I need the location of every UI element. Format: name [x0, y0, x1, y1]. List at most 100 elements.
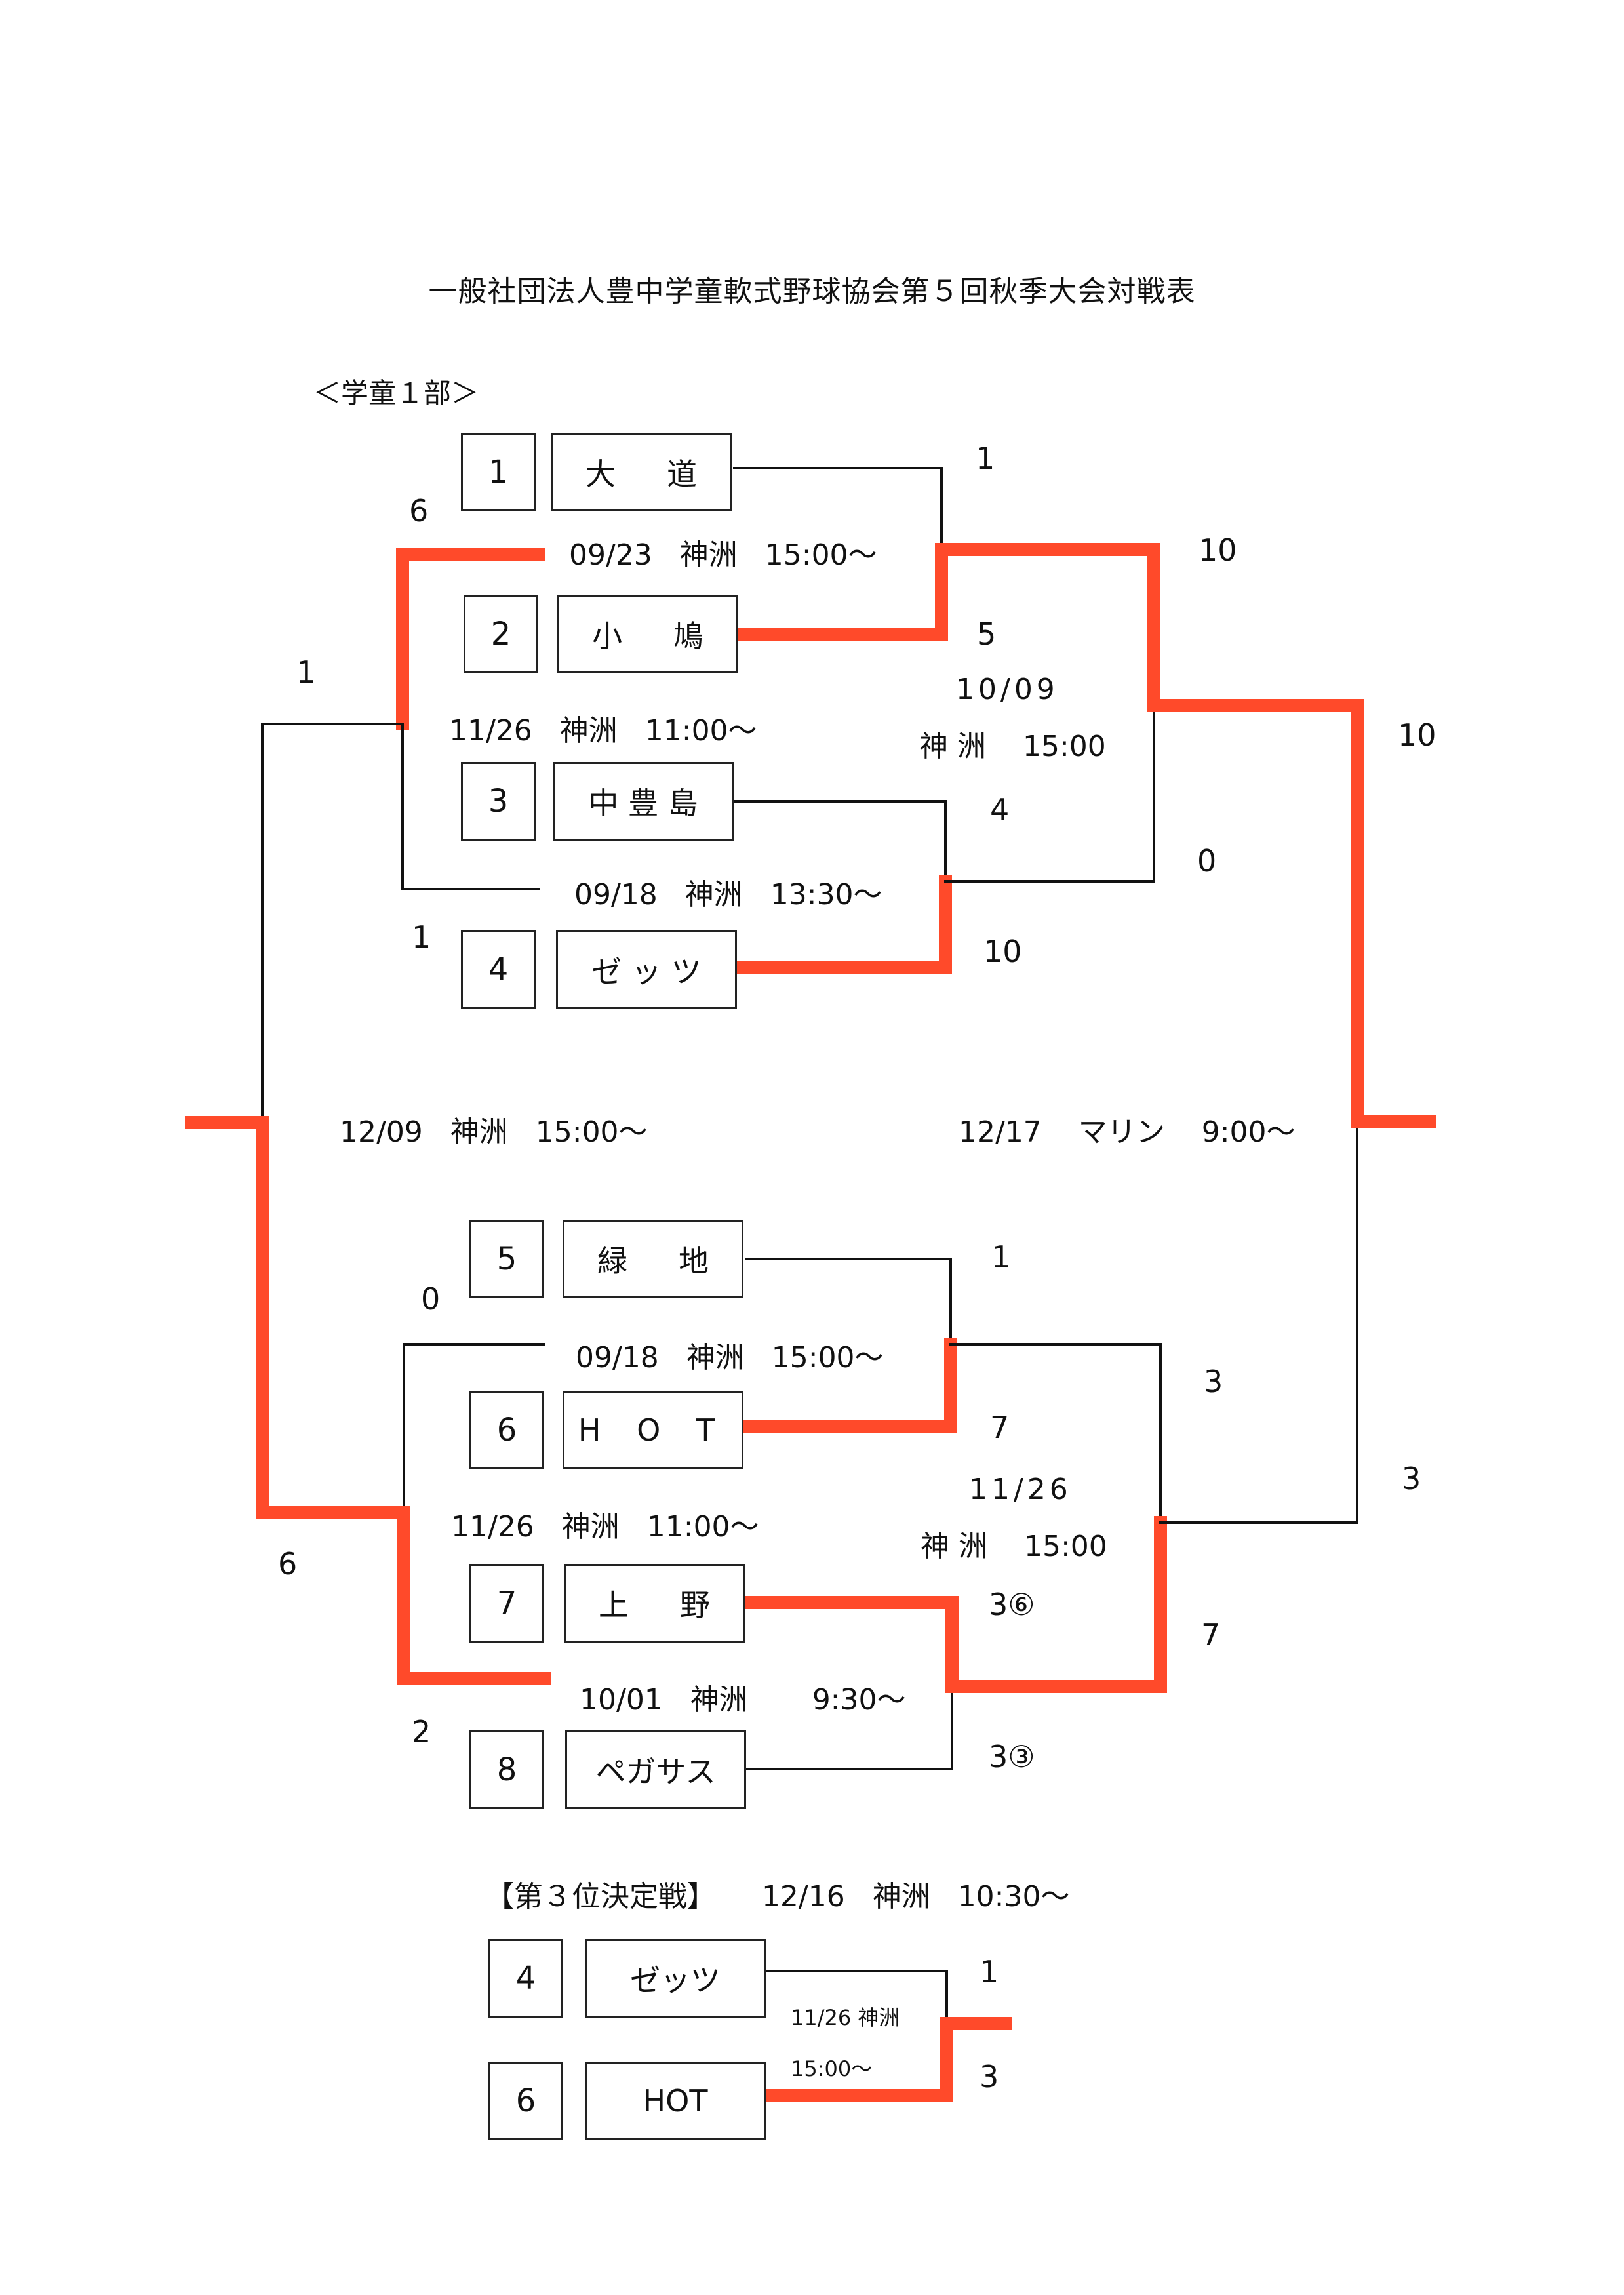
match-schedule: 10/01 神洲 9:30～: [580, 1676, 906, 1718]
team-box: 小鳩: [557, 595, 738, 673]
seed-box: 7: [469, 1564, 544, 1643]
team-name: 中 豊 島: [588, 786, 698, 821]
score: 2: [412, 1714, 431, 1749]
third-place-note: 15:00～: [791, 2056, 873, 2081]
match-time: 11:00～: [646, 1510, 759, 1544]
score: 0: [1197, 843, 1217, 879]
team-name: ゼッツ: [630, 1963, 721, 1998]
match-venue: 神洲: [679, 538, 738, 572]
seed-box: 3: [461, 762, 536, 841]
match-date: 12/16: [761, 1880, 845, 1913]
seed-box: 1: [461, 433, 536, 511]
r1-match-4-top-arm: [740, 1596, 959, 1693]
match-date: 09/23: [569, 538, 652, 572]
match-time: 15:00～: [764, 538, 877, 572]
seed-box: 8: [469, 1730, 544, 1809]
match-schedule: 09/18 神洲 15:00～: [576, 1334, 884, 1376]
left-match-2-bottom-arm: [397, 1506, 551, 1685]
team-name: ペガサス: [595, 1754, 716, 1789]
r1-match-2-bottom-arm: [729, 875, 952, 974]
score: 1: [976, 441, 995, 476]
match-venue: 神洲: [690, 1683, 748, 1717]
match-date: 11/26: [969, 1473, 1072, 1506]
team-name-char: 小: [592, 618, 622, 654]
team-box: 大道: [551, 433, 732, 511]
score: 1: [412, 919, 431, 955]
team-box: HOT: [585, 2062, 766, 2140]
right-final-bottom-arm: [1159, 1120, 1358, 1524]
r1-match-2-top-arm: [734, 800, 947, 883]
third-place-note: 11/26 神洲: [791, 2005, 900, 2030]
r1-match-3-top-arm: [745, 1258, 952, 1346]
team-box: ペガサス: [565, 1730, 746, 1809]
third-place-top-arm: [764, 1970, 948, 2025]
match-date: 11/26: [451, 1510, 534, 1544]
r2-match-2-top-arm: [949, 1343, 1162, 1524]
match-venue: 神 洲: [919, 730, 986, 763]
match-venue: 神洲: [872, 1880, 930, 1913]
match-time: 9:00～: [1201, 1115, 1296, 1149]
match-schedule: 12/09 神洲 15:00～: [340, 1108, 648, 1150]
match-time: 15:00～: [535, 1115, 648, 1149]
team-name-char: 野: [680, 1587, 710, 1623]
team-name-char: 上: [599, 1587, 629, 1623]
team-box: ゼッツ: [585, 1939, 766, 2018]
team-name-char: 緑: [597, 1243, 627, 1279]
score: 6: [409, 493, 429, 529]
left-final-bottom-arm: [256, 1116, 410, 1519]
match-time: 15:00: [1023, 1530, 1107, 1563]
match-schedule: 神 洲 15:00: [919, 723, 1106, 765]
team-name: ゼ ッ ツ: [591, 954, 702, 989]
left-final-top-arm: [261, 723, 404, 1124]
match-venue: 神 洲: [921, 1530, 987, 1563]
match-schedule: 11/26 神洲 11:00～: [449, 707, 757, 749]
match-date: 10/01: [580, 1683, 663, 1717]
score: 6: [278, 1546, 298, 1582]
match-time: 10:30～: [957, 1880, 1070, 1913]
match-time: 11:00～: [644, 714, 757, 748]
seed-box: 6: [488, 2062, 563, 2140]
score: 1: [991, 1239, 1011, 1275]
page-title: 一般社団法人豊中学童軟式野球協会第５回秋季大会対戦表: [428, 275, 1196, 308]
r1-match-4-bottom-arm: [745, 1685, 953, 1770]
team-name-char: 鳩: [673, 618, 703, 654]
match-schedule: 09/18 神洲 13:30～: [574, 871, 882, 913]
match-schedule: 神 洲 15:00: [921, 1523, 1107, 1565]
score: 1: [296, 654, 316, 690]
left-match-1-bottom-arm: [401, 723, 540, 890]
match-time: 13:30～: [770, 878, 882, 911]
seed-box: 5: [469, 1220, 544, 1298]
match-date: 10/09: [956, 673, 1059, 706]
score: 10: [1398, 717, 1436, 753]
match-date: 09/18: [574, 878, 658, 911]
score: 3③: [989, 1739, 1035, 1774]
team-name-char: 道: [667, 456, 697, 492]
score: 3: [980, 2059, 999, 2094]
team-box: H O T: [563, 1391, 743, 1469]
third-place-header: 【第３位決定戦】 12/16 神洲 10:30～: [485, 1873, 1070, 1915]
score: 5: [977, 616, 997, 652]
r2-match-1-top-arm: [935, 543, 1160, 712]
left-match-2-top-arm: [403, 1343, 545, 1513]
team-name: H O T: [578, 1412, 728, 1448]
r1-match-1-top-arm: [733, 467, 943, 551]
r1-match-1-bottom-arm: [728, 543, 948, 641]
score: 7: [990, 1410, 1010, 1445]
team-name-char: 地: [679, 1243, 709, 1279]
match-schedule: 09/23 神洲 15:00～: [569, 531, 877, 573]
match-venue: 神洲: [684, 878, 743, 911]
score: 4: [990, 792, 1010, 828]
division-label: ＜学童１部＞: [313, 377, 479, 409]
third-place-bottom-arm: [759, 2017, 953, 2102]
team-box: 中 豊 島: [553, 762, 734, 841]
match-venue: 神洲: [561, 1510, 620, 1544]
team-box: 上野: [564, 1564, 745, 1643]
match-time: 15:00: [1022, 730, 1106, 763]
team-box: 緑地: [563, 1220, 743, 1298]
match-date: 09/18: [576, 1341, 659, 1374]
match-date: 11/26: [449, 714, 532, 748]
match-schedule: 11/26 神洲 11:00～: [451, 1503, 759, 1545]
score: 3: [1402, 1461, 1421, 1496]
seed-box: 2: [464, 595, 538, 673]
